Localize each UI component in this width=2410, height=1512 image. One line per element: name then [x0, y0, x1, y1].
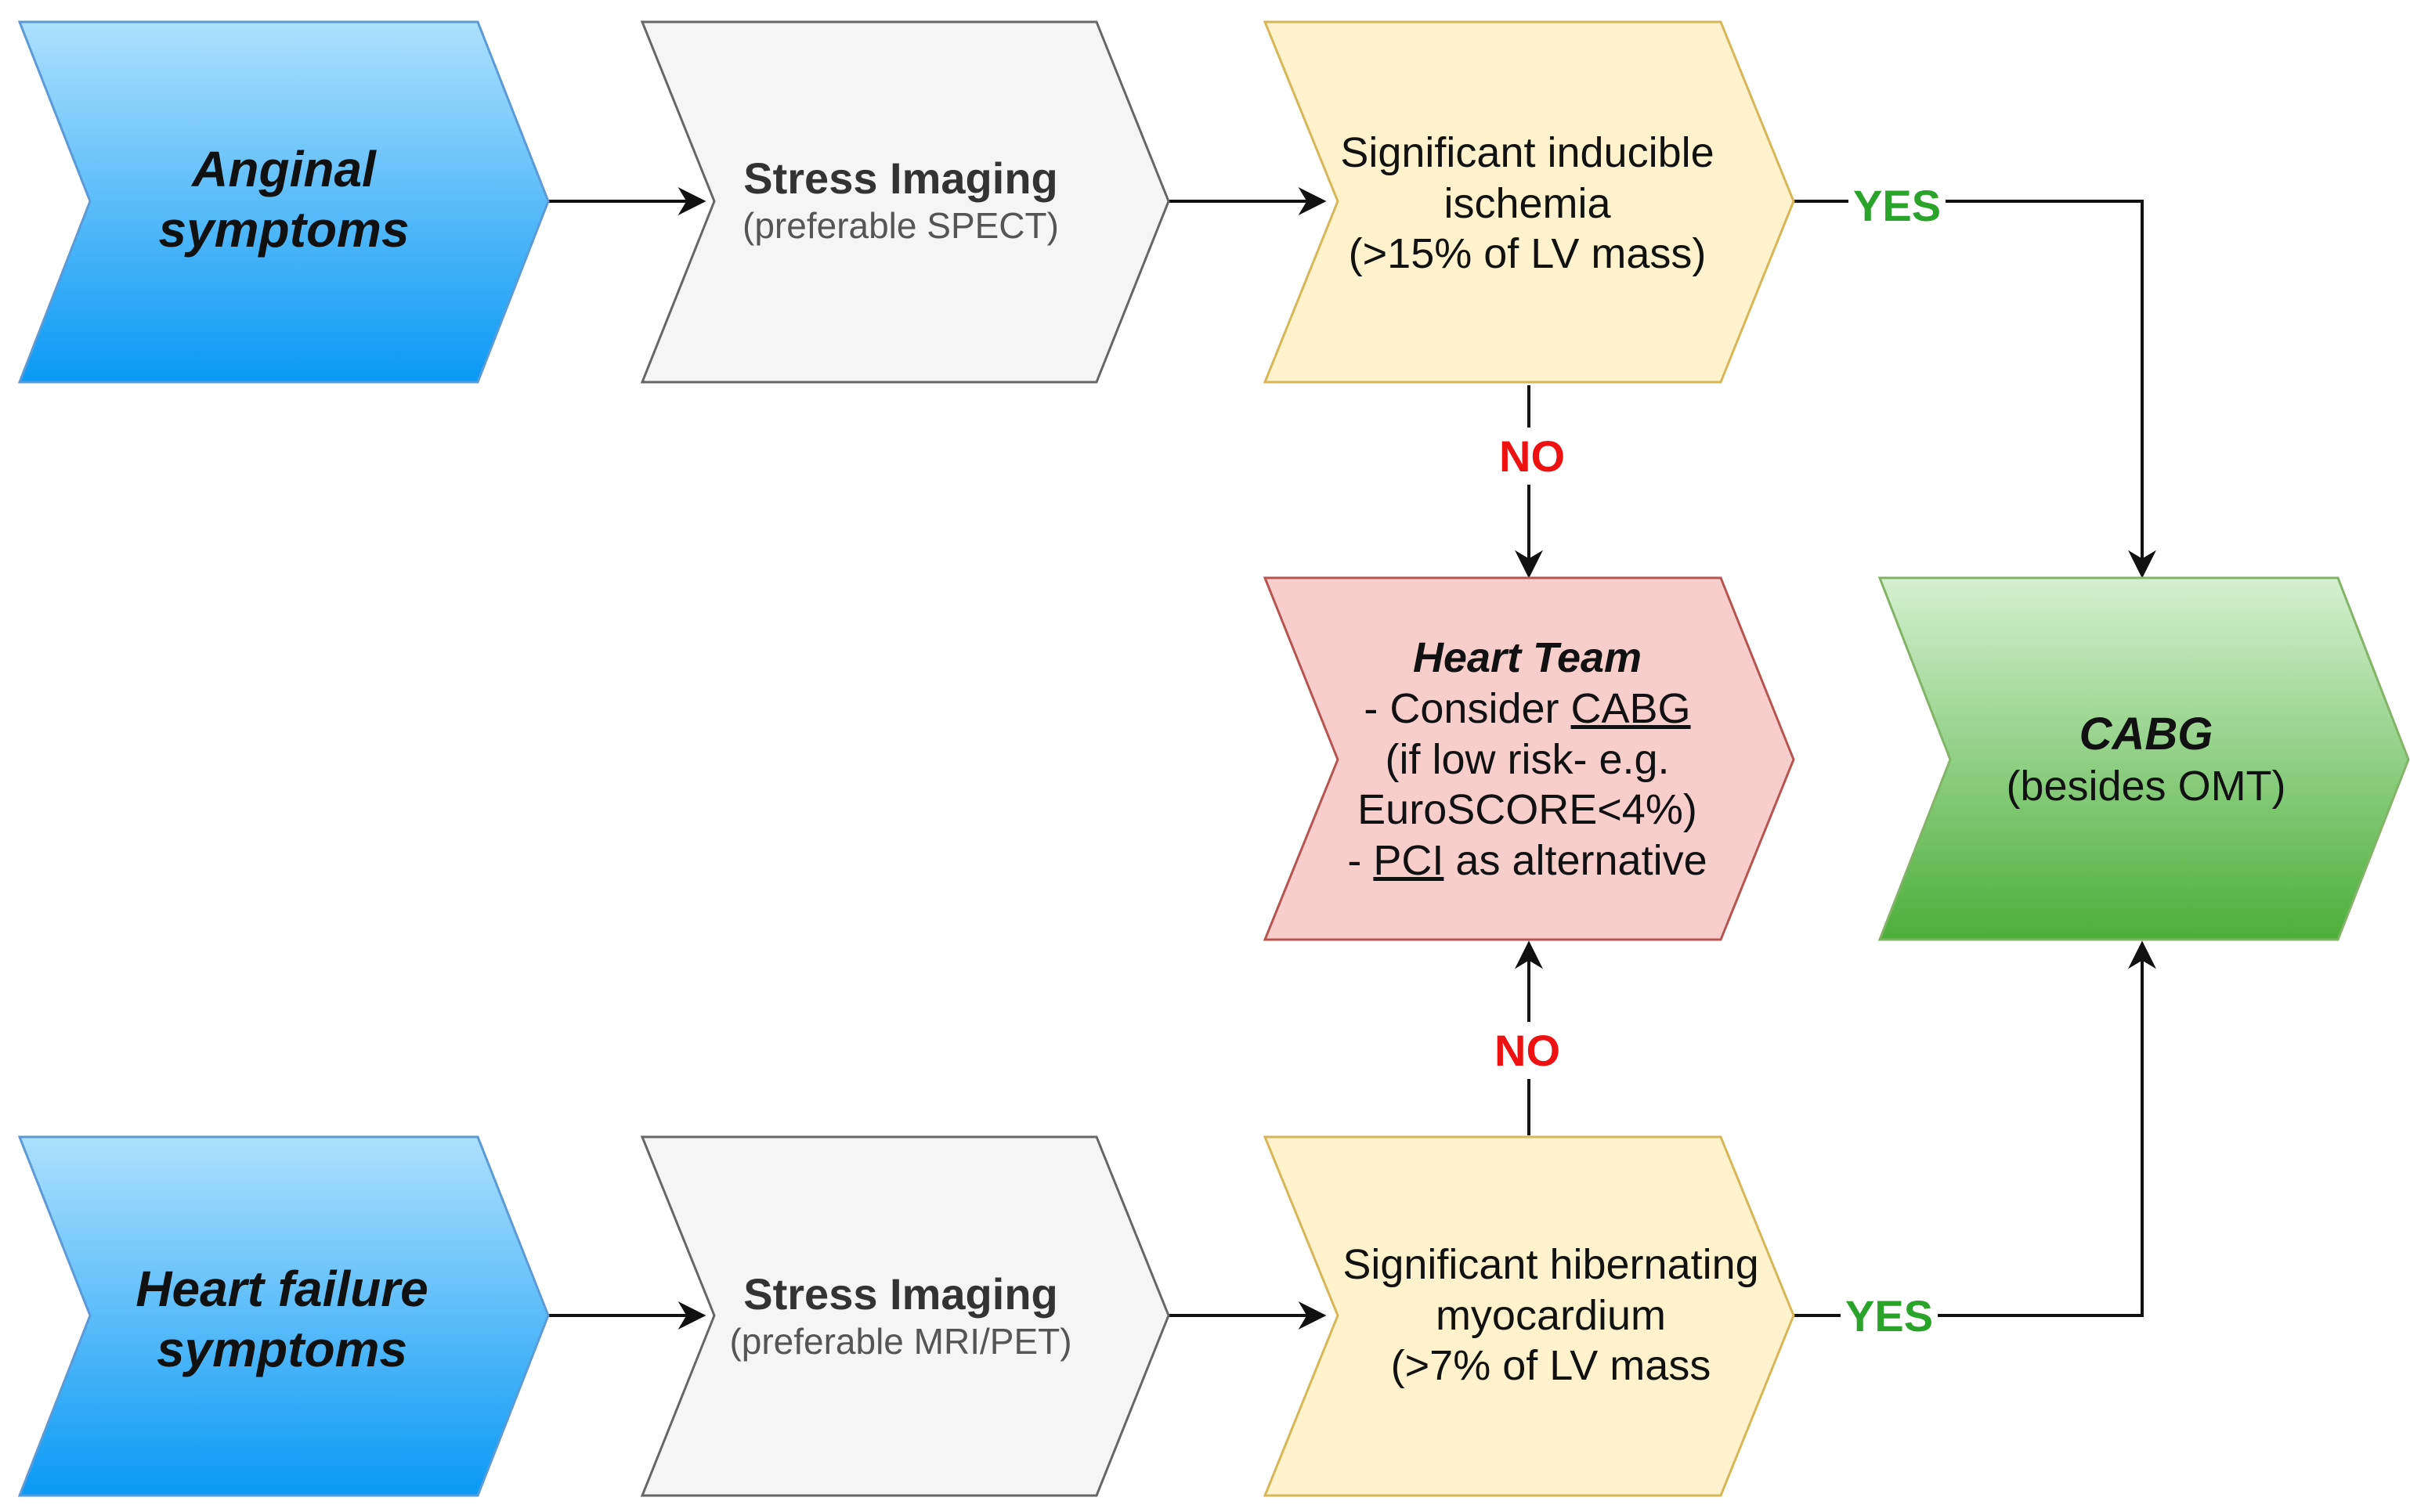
stress-bottom-step-shape	[640, 1135, 1170, 1497]
hf-node: Heart failure symptoms	[70, 1237, 493, 1402]
edge-ischemia-yes-to-cabg	[1794, 200, 2156, 579]
angina-line1: Anginal	[192, 141, 376, 198]
heart-team-title: Heart Team	[1412, 634, 1642, 681]
yes-label-bottom: YES	[1841, 1290, 1938, 1341]
hf-line1: Heart failure	[135, 1261, 428, 1318]
hibernating-line3: (>7% of LV mass	[1390, 1342, 1711, 1390]
heart-team-line3: EuroSCORE<4%)	[1357, 786, 1697, 834]
cabg-subtitle: (besides OMT)	[2006, 763, 2286, 810]
stress-bottom-node: Stress Imaging (preferable MRI/PET)	[705, 1257, 1097, 1374]
ischemia-line2: ischemia	[1443, 179, 1611, 227]
heart-team-line4-suffix: as alternative	[1443, 837, 1707, 885]
ischemia-line1: Significant inducible	[1340, 128, 1714, 176]
cabg-link: CABG	[1570, 684, 1691, 732]
ischemia-line3: (>15% of LV mass)	[1348, 230, 1707, 278]
edge-hibernating-yes-to-cabg	[1794, 940, 2156, 1317]
cabg-step-shape	[1877, 576, 2410, 941]
heart-team-node: Heart Team - Consider CABG (if low risk-…	[1300, 619, 1754, 900]
ischemia-node: Significant inducible ischemia (>15% of …	[1292, 117, 1762, 290]
hf-step-shape	[17, 1135, 550, 1497]
stress-top-subtitle: (preferable SPECT)	[743, 205, 1059, 246]
hibernating-line2: myocardium	[1435, 1291, 1667, 1339]
hibernating-line1: Significant hibernating	[1342, 1240, 1759, 1288]
cabg-node: CABG (besides OMT)	[1927, 689, 2365, 830]
stress-top-step-shape	[640, 20, 1170, 384]
yes-label-top: YES	[1848, 180, 1946, 231]
no-label-top: NO	[1494, 428, 1570, 485]
angina-step-shape	[17, 20, 550, 384]
stress-bottom-title: Stress Imaging	[743, 1268, 1058, 1319]
cabg-title: CABG	[2079, 708, 2213, 760]
stress-top-node: Stress Imaging (preferable SPECT)	[705, 141, 1097, 258]
heart-team-line1: - Consider CABG	[1364, 684, 1690, 734]
heart-team-line4-prefix: -	[1347, 837, 1374, 885]
no-label-bottom: NO	[1490, 1022, 1565, 1079]
stress-top-title: Stress Imaging	[743, 153, 1058, 203]
hf-line2: symptoms	[156, 1321, 408, 1377]
heart-team-line1-prefix: - Consider	[1364, 684, 1571, 732]
heart-team-line4: - PCI as alternative	[1347, 835, 1707, 886]
hibernating-step-shape	[1263, 1135, 1795, 1497]
stress-bottom-subtitle: (preferable MRI/PET)	[729, 1321, 1072, 1362]
angina-node: Anginal symptoms	[90, 117, 478, 282]
ischemia-step-shape	[1263, 20, 1795, 384]
pci-link: PCI	[1373, 837, 1444, 885]
heart-team-step-shape	[1263, 576, 1795, 941]
angina-line2: symptoms	[158, 201, 410, 258]
heart-team-line2: (if low risk- e.g.	[1385, 735, 1670, 783]
hibernating-node: Significant hibernating myocardium (>7% …	[1300, 1229, 1801, 1402]
